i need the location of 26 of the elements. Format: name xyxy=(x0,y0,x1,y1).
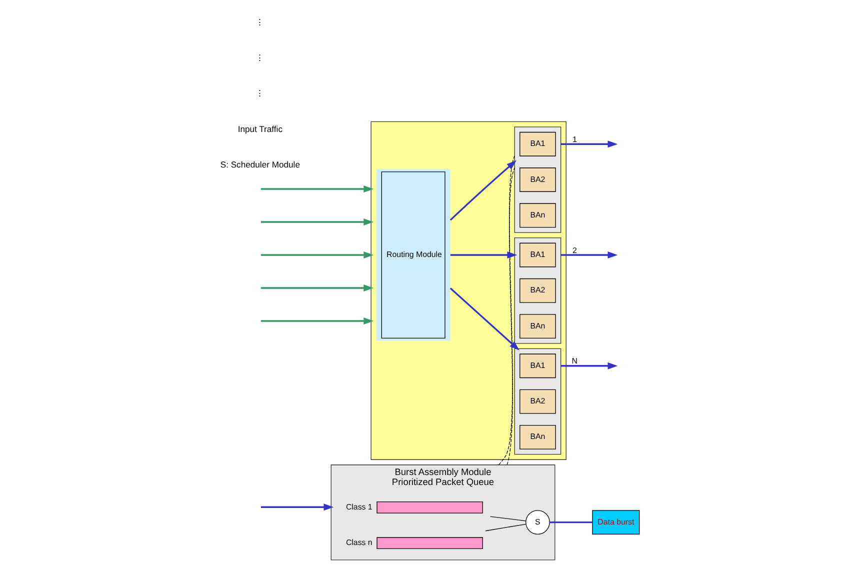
cluster xyxy=(514,348,561,455)
label: Input Traffic xyxy=(237,124,282,134)
label: ⋮ xyxy=(255,88,264,98)
arrow xyxy=(260,252,374,258)
arrow xyxy=(450,252,517,258)
arrow xyxy=(260,218,374,226)
cluster xyxy=(370,121,566,460)
connector xyxy=(490,516,526,522)
label: ⋮ xyxy=(255,52,264,63)
arrow xyxy=(449,160,516,221)
connector xyxy=(484,524,526,532)
arrow xyxy=(260,186,374,192)
connector xyxy=(506,168,514,466)
label: S: Scheduler Module xyxy=(220,159,300,170)
cluster xyxy=(514,126,561,233)
arrow xyxy=(560,362,618,370)
arrow xyxy=(449,288,519,350)
cluster xyxy=(514,238,561,344)
connector xyxy=(549,521,592,524)
connector xyxy=(498,156,514,466)
arrow xyxy=(260,318,374,324)
label: ⋮ xyxy=(255,16,264,27)
arrow xyxy=(560,140,618,148)
arrow xyxy=(560,252,618,258)
arrow xyxy=(260,284,374,292)
arrow xyxy=(260,504,334,511)
